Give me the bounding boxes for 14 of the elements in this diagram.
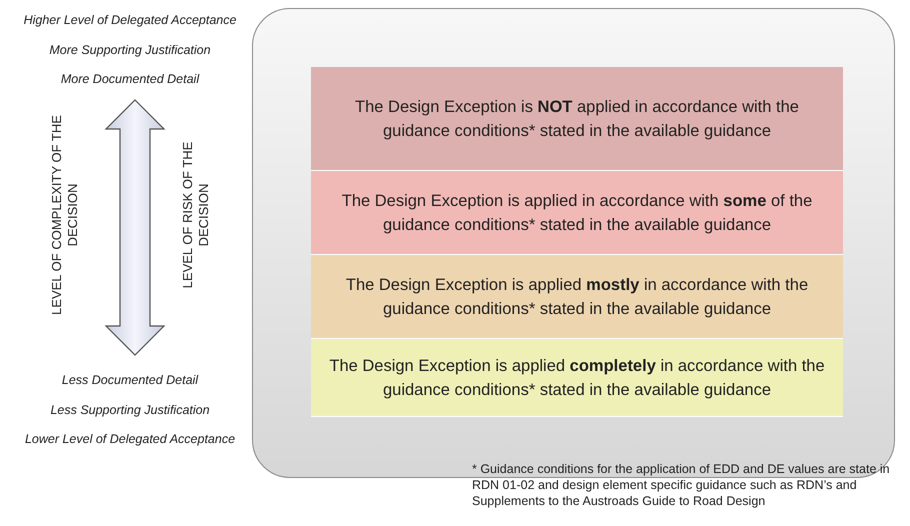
tier-band: The Design Exception is applied mostly in accordance with the guidance conditions* stated in the available guidance <box>311 255 843 339</box>
axis-label: LEVEL OF RISK OF THE DECISION <box>180 140 212 290</box>
tier-band: The Design Exception is applied in accordance with some of the guidance conditions* stated in the available guidance <box>311 171 843 255</box>
tier-band: The Design Exception is NOT applied in accordance with the guidance conditions* stated in the available guidance <box>311 67 843 171</box>
footnote: * Guidance conditions for the application of EDD and DE values are state in RDN 01-02 and design element specific guidance such as RDN’s and Supplements to the Austroads Guide to Road Design <box>472 461 891 509</box>
tier-band: The Design Exception is applied completely in accordance with the guidance conditions* stated in the available guidance <box>311 339 843 417</box>
side-caption: Higher Level of Delegated Acceptance <box>22 13 238 27</box>
side-caption: More Supporting Justification <box>48 43 212 57</box>
axis-label: LEVEL OF COMPLEXITY OF THE DECISION <box>49 115 81 315</box>
side-caption: Less Supporting Justification <box>49 403 211 417</box>
rounded-panel <box>252 8 895 478</box>
side-caption: Lower Level of Delegated Acceptance <box>24 432 236 446</box>
side-caption: Less Documented Detail <box>60 373 200 387</box>
side-caption: More Documented Detail <box>60 72 200 86</box>
